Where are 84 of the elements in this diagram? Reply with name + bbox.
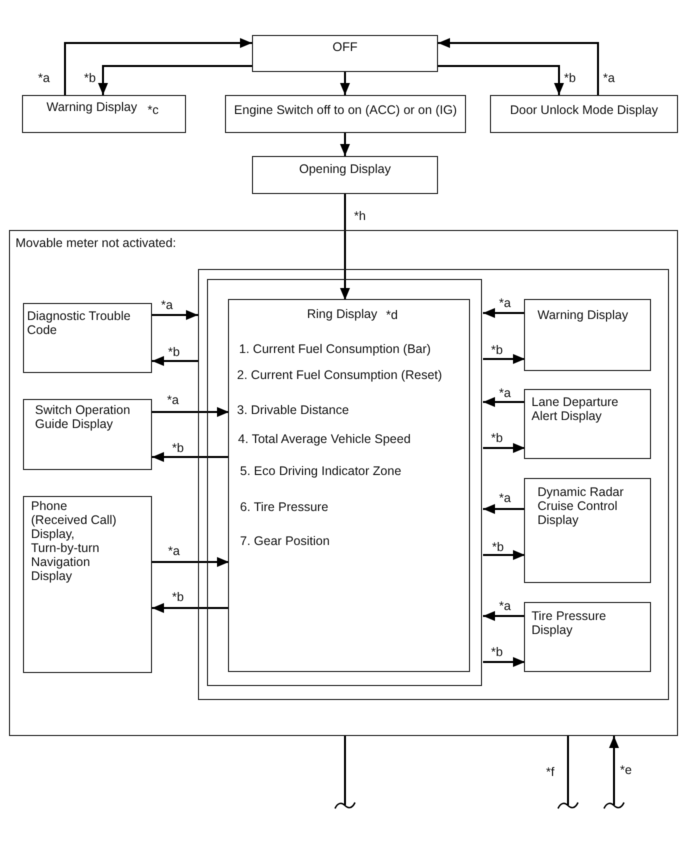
list-item: 3. Drivable Distance [237, 403, 349, 417]
display-box [228, 298, 470, 672]
display-box [252, 156, 438, 194]
note-mark: *d [386, 308, 398, 322]
arrow [483, 550, 525, 560]
box-label: Lane Departure Alert Display [532, 394, 620, 422]
arrow [152, 452, 229, 462]
edge-label: *a [499, 599, 511, 613]
arrow [98, 65, 252, 95]
list-item: 5. Eco Driving Indicator Zone [240, 464, 402, 478]
arrow [609, 736, 619, 805]
arrow [152, 603, 229, 613]
arrow [340, 133, 350, 156]
edge-label: *f [546, 765, 554, 779]
edge-label: *b [564, 71, 576, 85]
display-box [524, 299, 651, 371]
arrow [438, 38, 599, 95]
box-label: Movable meter not activated: [16, 236, 176, 250]
edge-label: *b [492, 540, 504, 554]
inner-frame [198, 268, 668, 700]
edge-label: *b [84, 71, 96, 85]
box-label: Warning Display [538, 308, 628, 322]
arrow [483, 308, 525, 318]
box-label: Opening Display [298, 162, 392, 176]
edge-label: *a [161, 298, 173, 312]
group-frame [9, 230, 678, 736]
box-label: Tire Pressure Display [532, 608, 608, 636]
arrow [152, 356, 198, 366]
list-item: 2. Current Fuel Consumption (Reset) [237, 368, 442, 382]
list-item: 6. Tire Pressure [240, 500, 328, 514]
edge-label: *b [172, 441, 184, 455]
arrow [483, 443, 525, 453]
display-box [22, 302, 152, 372]
edge-label: *a [499, 296, 511, 310]
inner-frame [207, 279, 482, 686]
display-box [22, 496, 152, 672]
edge-label: *a [168, 544, 180, 558]
edge-label: *a [167, 393, 179, 407]
arrow [152, 557, 229, 567]
box-label: Warning Display [46, 100, 138, 114]
arrow [483, 657, 525, 667]
edge-label: *b [172, 590, 184, 604]
arrow [483, 397, 525, 407]
display-box [490, 95, 678, 133]
box-label: Phone (Received Call) Display, Turn-by-turn Navigation Display [31, 499, 118, 583]
edge-label: *a [603, 71, 615, 85]
box-label: OFF [332, 40, 358, 54]
display-box [225, 95, 466, 133]
edge-label: *a [499, 386, 511, 400]
arrow [438, 65, 564, 95]
arrow [152, 407, 229, 417]
note-mark: *c [148, 102, 159, 116]
display-box [22, 398, 152, 470]
edge-label: *h [354, 209, 366, 223]
arrow [152, 310, 198, 320]
arrow [483, 354, 525, 364]
state-box [252, 35, 438, 72]
box-label: Switch Operation Guide Display [35, 403, 132, 431]
connector-line [567, 736, 569, 805]
edge-label: *a [499, 491, 511, 505]
box-label: Engine Switch off to on (ACC) or on (IG) [233, 102, 458, 116]
box-title: Ring Display [307, 307, 378, 321]
edge-label: *e [620, 763, 632, 777]
box-label: Door Unlock Mode Display [508, 102, 660, 116]
box-label: Dynamic Radar Cruise Control Display [538, 484, 625, 526]
list-item: 4. Total Average Vehicle Speed [238, 432, 411, 446]
edge-label: *b [491, 431, 503, 445]
edge-label: *b [491, 645, 503, 659]
display-box [524, 602, 651, 672]
list-item: 1. Current Fuel Consumption (Bar) [239, 342, 431, 356]
arrow [483, 611, 525, 621]
box-label: Diagnostic Trouble Code [27, 309, 132, 337]
connector-line [344, 736, 346, 805]
arrow [340, 194, 350, 300]
display-box [524, 478, 651, 583]
edge-label: *a [38, 71, 50, 85]
list-item: 7. Gear Position [240, 534, 330, 548]
arrow [64, 38, 252, 95]
display-box [22, 95, 186, 133]
arrow [340, 72, 350, 95]
edge-label: *b [491, 343, 503, 357]
edge-label: *b [168, 345, 180, 359]
arrow [483, 504, 525, 514]
display-box [524, 389, 651, 459]
